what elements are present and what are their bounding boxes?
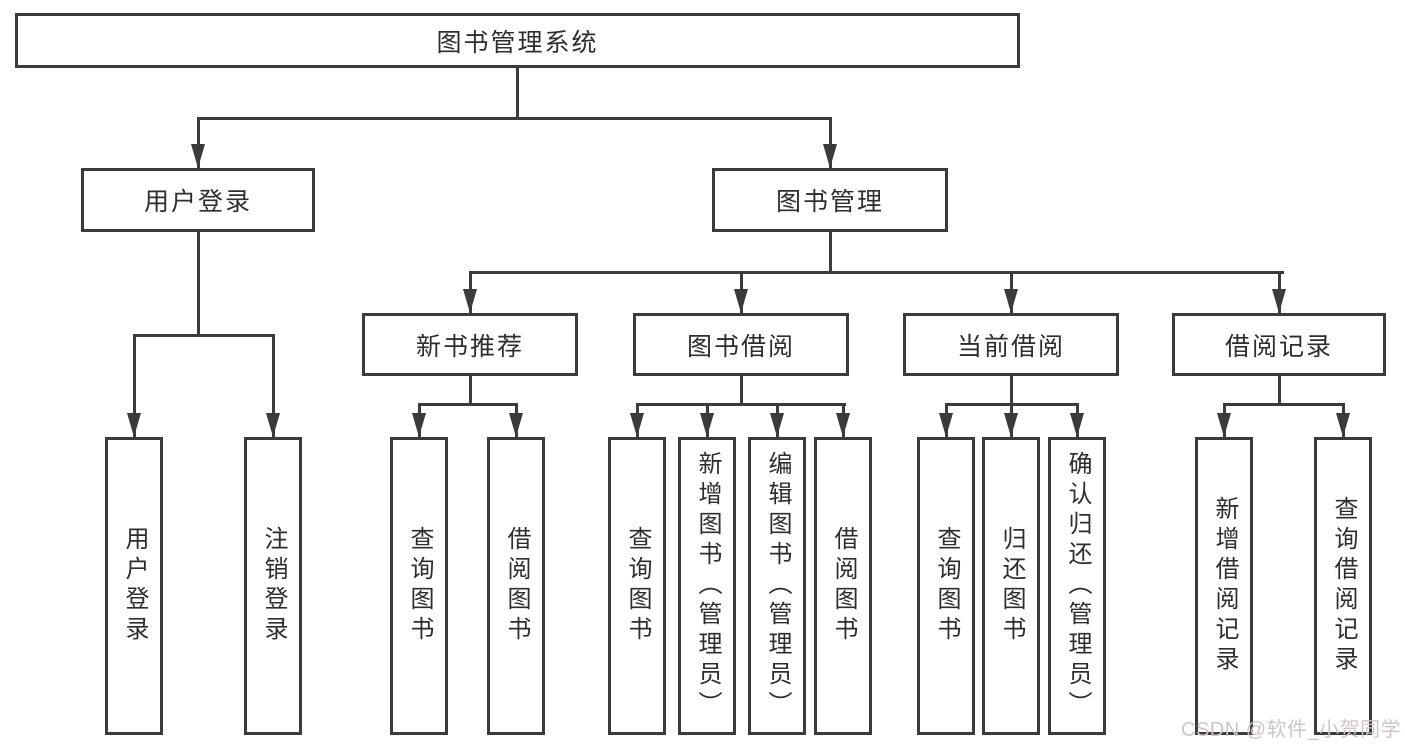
leaf-query-books-recommend-label: 查询图书 — [406, 526, 433, 646]
connector-line — [132, 335, 136, 437]
arrow-down-icon — [836, 413, 850, 437]
node-borrow-records-label: 借阅记录 — [1224, 332, 1333, 361]
node-book-borrow: 图书借阅 — [633, 313, 849, 376]
watermark-text: CSDN @软件_小贺同学 — [1181, 719, 1402, 741]
node-book-management-label: 图书管理 — [775, 188, 884, 216]
node-user-login-label: 用户登录 — [143, 188, 252, 216]
leaf-add-book-admin-label: 新增图书（管理员） — [694, 451, 721, 721]
leaf-add-book-admin: 新增图书（管理员） — [678, 437, 736, 735]
leaf-borrow-books-recommend: 借阅图书 — [487, 437, 545, 735]
arrow-down-icon — [823, 144, 837, 168]
connector-line — [739, 376, 743, 404]
node-root: 图书管理系统 — [15, 13, 1020, 68]
arrow-down-icon — [1004, 289, 1018, 313]
connector-line — [196, 118, 200, 168]
leaf-edit-book-admin-label: 编辑图书（管理员） — [764, 451, 791, 721]
leaf-user-login: 用户登录 — [105, 437, 163, 735]
arrow-down-icon — [734, 289, 748, 313]
arrow-down-icon — [630, 413, 644, 437]
leaf-borrow-books-2-label: 借阅图书 — [830, 526, 857, 646]
connector-line — [1009, 376, 1013, 404]
connector-line — [468, 270, 1284, 274]
connector-line — [196, 116, 832, 120]
arrow-down-icon — [1004, 413, 1018, 437]
leaf-query-borrow-record-label: 查询借阅记录 — [1330, 496, 1357, 676]
leaf-query-books-current: 查询图书 — [917, 437, 975, 735]
node-new-book-recommend: 新书推荐 — [362, 313, 578, 376]
arrow-down-icon — [463, 289, 477, 313]
arrow-down-icon — [1336, 413, 1350, 437]
leaf-return-book: 归还图书 — [982, 437, 1040, 735]
arrow-down-icon — [700, 413, 714, 437]
connector-line — [1222, 402, 1345, 406]
arrow-down-icon — [1070, 413, 1084, 437]
connector-line — [1277, 376, 1281, 404]
leaf-confirm-return-admin: 确认归还（管理员） — [1048, 437, 1106, 735]
connector-line — [196, 232, 200, 335]
node-book-borrow-label: 图书借阅 — [686, 332, 795, 361]
connector-line — [132, 333, 275, 337]
connector-line — [515, 68, 519, 118]
connector-line — [635, 402, 846, 406]
leaf-borrow-books-recommend-label: 借阅图书 — [503, 526, 530, 646]
arrow-down-icon — [939, 413, 953, 437]
connector-line — [271, 335, 275, 437]
leaf-query-borrow-record: 查询借阅记录 — [1314, 437, 1372, 735]
node-book-management: 图书管理 — [712, 168, 948, 232]
leaf-add-borrow-record: 新增借阅记录 — [1195, 437, 1253, 735]
leaf-return-book-label: 归还图书 — [998, 526, 1025, 646]
leaf-edit-book-admin: 编辑图书（管理员） — [748, 437, 806, 735]
connector-line — [828, 118, 832, 168]
leaf-borrow-books-2: 借阅图书 — [814, 437, 872, 735]
node-current-borrow-label: 当前借阅 — [956, 332, 1065, 361]
node-current-borrow: 当前借阅 — [903, 313, 1119, 376]
arrow-down-icon — [770, 413, 784, 437]
arrow-down-icon — [509, 413, 523, 437]
node-root-label: 图书管理系统 — [436, 28, 599, 57]
leaf-query-books-recommend: 查询图书 — [390, 437, 448, 735]
arrow-down-icon — [1272, 289, 1286, 313]
leaf-query-books-current-label: 查询图书 — [933, 526, 960, 646]
node-new-book-recommend-label: 新书推荐 — [415, 332, 524, 361]
leaf-query-books-borrow: 查询图书 — [608, 437, 666, 735]
leaf-user-login-label: 用户登录 — [121, 526, 148, 646]
node-user-login: 用户登录 — [81, 168, 315, 232]
arrow-down-icon — [127, 413, 141, 437]
connector-line — [468, 376, 472, 404]
connector-line — [417, 402, 518, 406]
leaf-query-books-borrow-label: 查询图书 — [624, 526, 651, 646]
arrow-down-icon — [1217, 413, 1231, 437]
leaf-logout-login-label: 注销登录 — [260, 526, 287, 646]
node-borrow-records: 借阅记录 — [1172, 313, 1386, 376]
leaf-confirm-return-admin-label: 确认归还（管理员） — [1064, 451, 1091, 721]
connector-line — [828, 232, 832, 272]
leaf-logout-login: 注销登录 — [244, 437, 302, 735]
leaf-add-borrow-record-label: 新增借阅记录 — [1211, 496, 1238, 676]
arrow-down-icon — [266, 413, 280, 437]
arrow-down-icon — [191, 144, 205, 168]
arrow-down-icon — [412, 413, 426, 437]
